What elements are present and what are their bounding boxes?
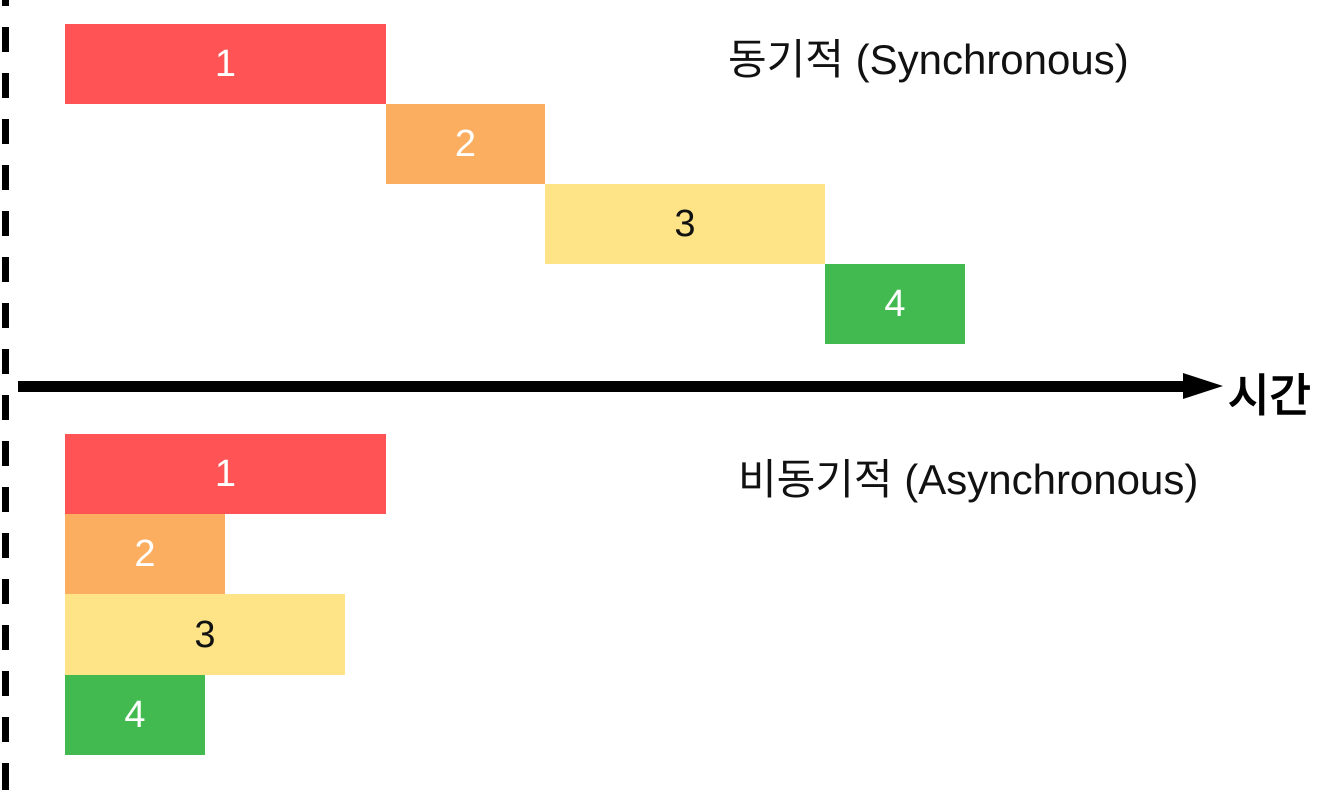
task-bar-async-2: 2 <box>65 514 225 594</box>
task-bar-sync-4: 4 <box>825 264 965 344</box>
arrow-right-icon <box>1183 373 1223 399</box>
task-bar-sync-2: 2 <box>386 104 545 184</box>
task-bar-sync-1: 1 <box>65 24 386 104</box>
timeline-start-dashed-line <box>2 0 9 790</box>
task-bar-sync-3: 3 <box>545 184 825 264</box>
sync-section-title: 동기적 (Synchronous) <box>728 36 1129 83</box>
async-section-title: 비동기적 (Asynchronous) <box>738 456 1199 503</box>
time-axis-line <box>18 381 1185 392</box>
task-bar-async-3: 3 <box>65 594 345 675</box>
task-bar-async-1: 1 <box>65 434 386 514</box>
time-axis-label: 시간 <box>1228 370 1311 421</box>
task-bar-async-4: 4 <box>65 675 205 755</box>
